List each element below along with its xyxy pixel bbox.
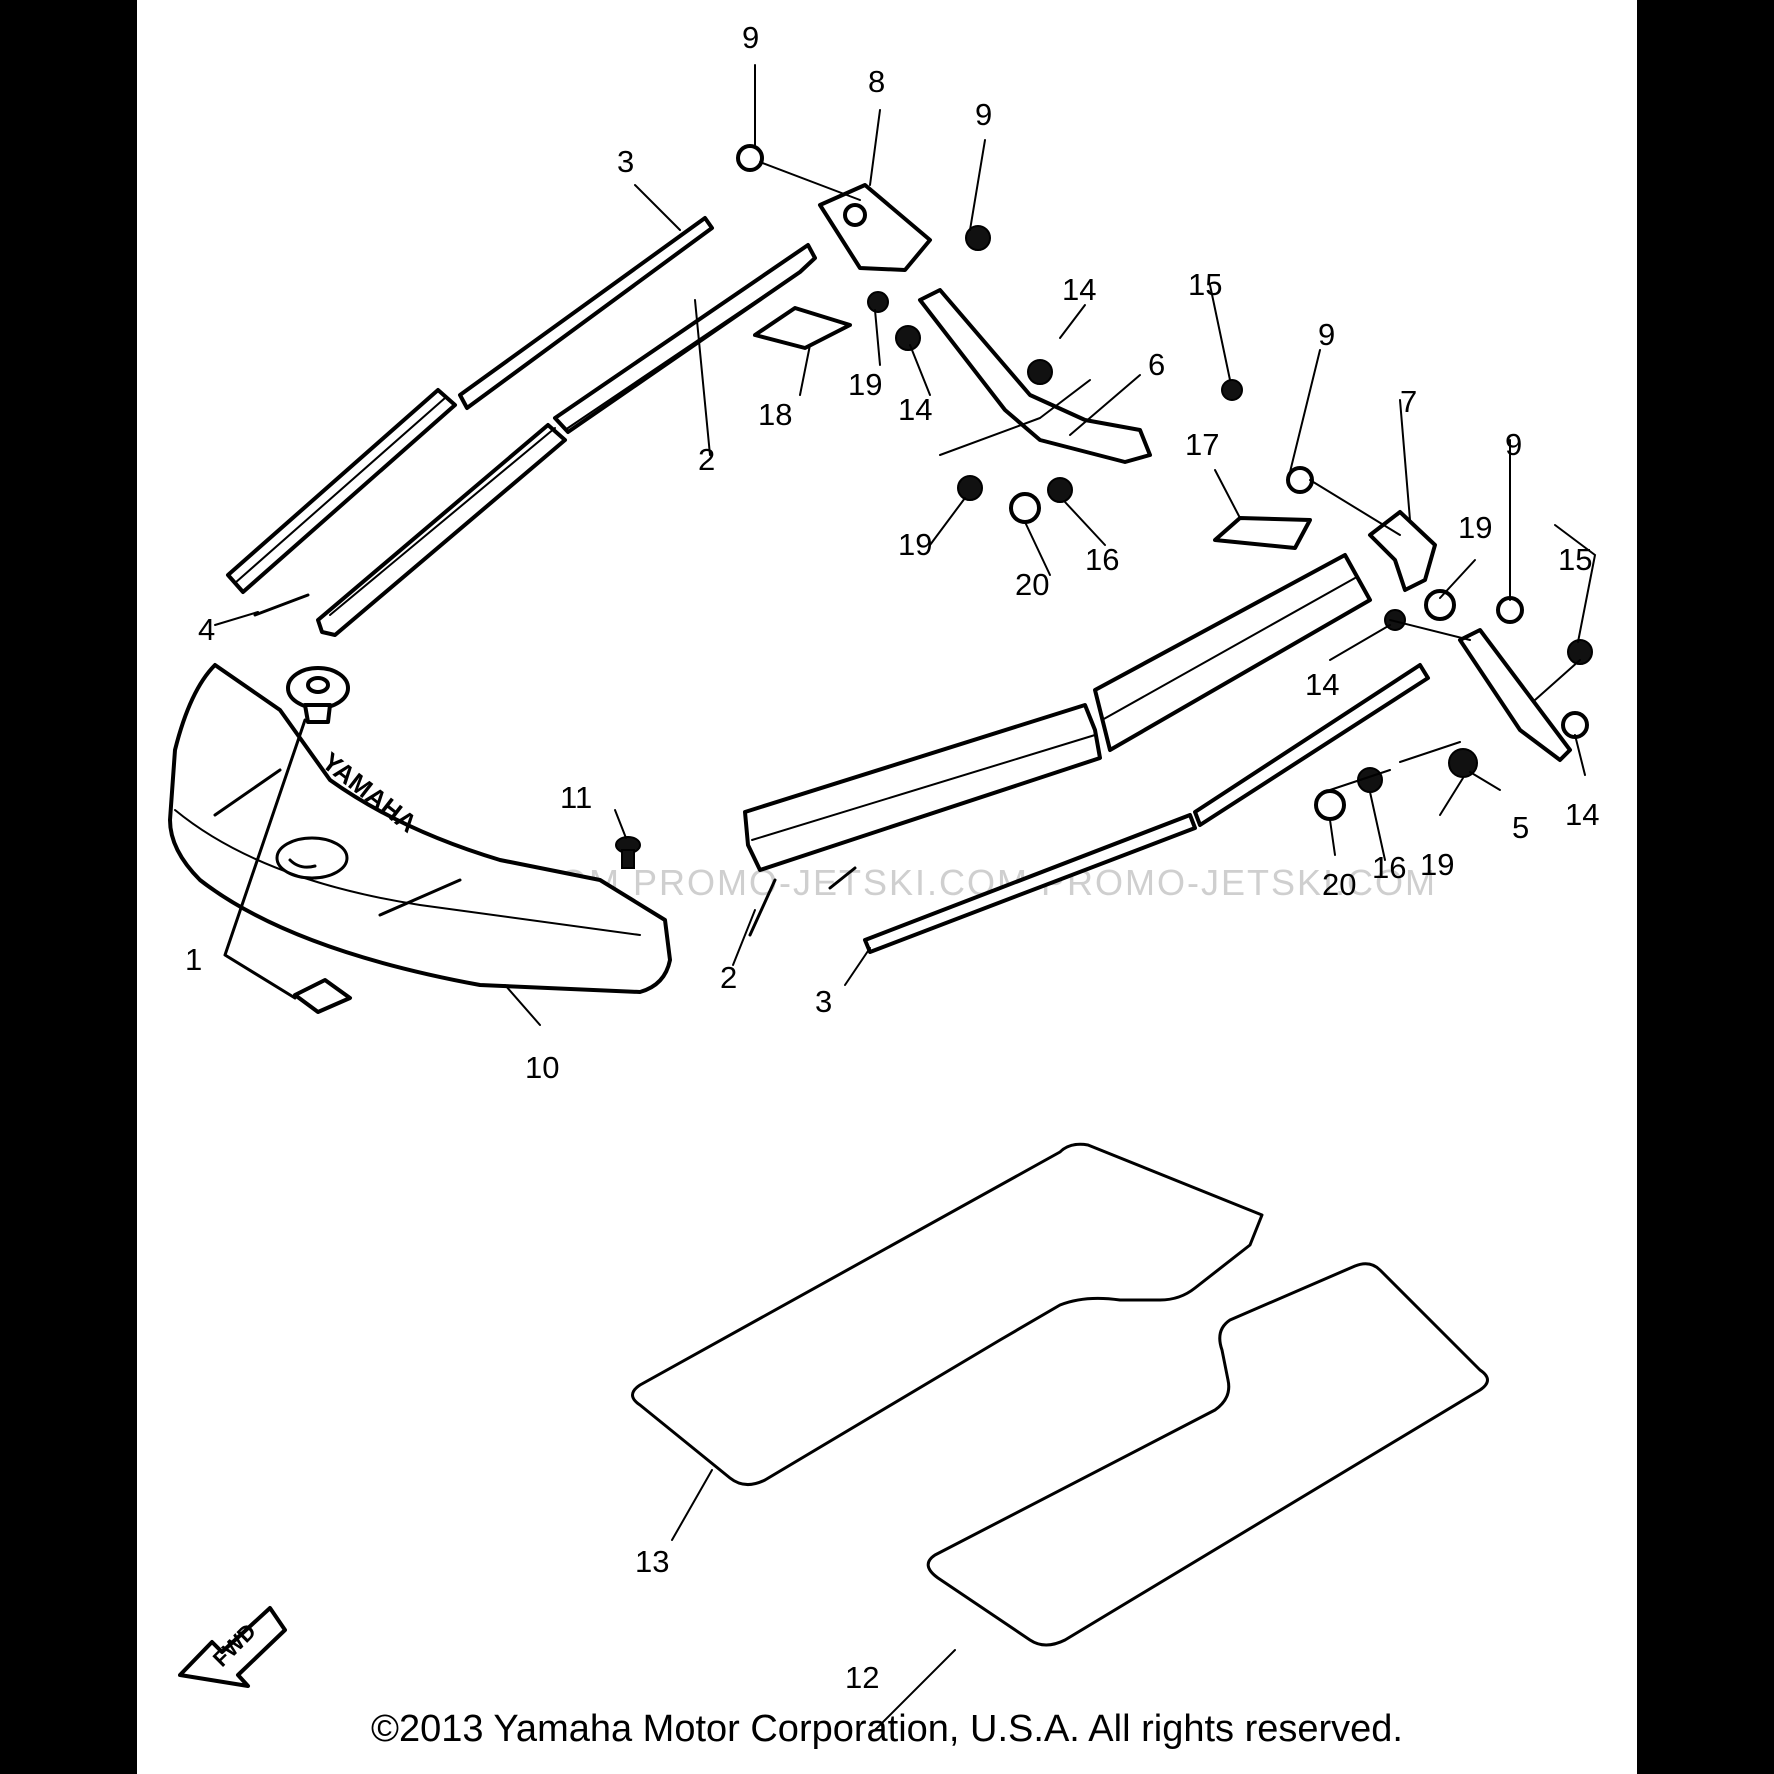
copyright-notice: ©2013 Yamaha Motor Corporation, U.S.A. A… xyxy=(371,1708,1403,1750)
part-11-screw xyxy=(615,836,641,869)
part-5-bracket xyxy=(1458,628,1572,762)
callout-14: 14 xyxy=(898,392,932,427)
part-13-deck-mat xyxy=(631,1142,1264,1486)
callout-16: 16 xyxy=(1085,542,1119,577)
part-7-bracket xyxy=(1368,510,1437,592)
callout-4: 4 xyxy=(198,612,215,647)
leader-lines xyxy=(214,64,1597,1731)
callout-14: 14 xyxy=(1565,797,1599,832)
callout-2: 2 xyxy=(698,442,715,477)
callout-10: 10 xyxy=(525,1050,559,1085)
callout-12: 12 xyxy=(845,1660,879,1695)
part-3-left-rail xyxy=(226,216,714,594)
part-8-bracket xyxy=(818,183,932,272)
callout-20: 20 xyxy=(1322,867,1356,902)
part-1-leader xyxy=(223,718,307,1000)
callout-18: 18 xyxy=(758,397,792,432)
callout-6: 6 xyxy=(1148,347,1165,382)
callout-15: 15 xyxy=(1558,542,1592,577)
part-3-right-rail xyxy=(863,663,1430,954)
callout-numbers: 9 8 9 3 14 15 9 6 19 14 18 2 7 9 17 19 1… xyxy=(185,20,1599,1695)
part-18-plate xyxy=(753,306,852,350)
part-2-right-leader xyxy=(748,866,857,937)
part-1-cap xyxy=(286,666,352,1014)
callout-9: 9 xyxy=(742,20,759,55)
callout-3: 3 xyxy=(815,984,832,1019)
callout-15: 15 xyxy=(1188,267,1222,302)
callout-11: 11 xyxy=(560,780,592,815)
callout-19: 19 xyxy=(1458,510,1492,545)
part-12-deck-mat xyxy=(926,1262,1489,1647)
callout-3: 3 xyxy=(617,144,634,179)
callout-9: 9 xyxy=(1505,427,1522,462)
callout-19: 19 xyxy=(898,527,932,562)
part-17-plate xyxy=(1213,516,1312,550)
callout-19: 19 xyxy=(848,367,882,402)
callout-2: 2 xyxy=(720,960,737,995)
fwd-arrow-icon: FWD xyxy=(178,1606,287,1688)
callout-20: 20 xyxy=(1015,567,1049,602)
callout-19: 19 xyxy=(1420,847,1454,882)
callout-1: 1 xyxy=(185,942,202,977)
callout-14: 14 xyxy=(1062,272,1096,307)
callout-13: 13 xyxy=(635,1544,669,1579)
part-10-front-bumper: YAMAHA xyxy=(168,663,672,994)
callout-7: 7 xyxy=(1400,384,1417,419)
callout-17: 17 xyxy=(1185,427,1219,462)
callout-8: 8 xyxy=(868,64,885,99)
callout-16: 16 xyxy=(1372,850,1406,885)
callout-5: 5 xyxy=(1512,810,1529,845)
part-4-pin xyxy=(253,593,310,617)
part-right-upper-rail xyxy=(743,553,1372,872)
callout-9: 9 xyxy=(1318,317,1335,352)
part-2-left-rail xyxy=(316,243,817,637)
callout-9: 9 xyxy=(975,97,992,132)
callout-14: 14 xyxy=(1305,667,1339,702)
